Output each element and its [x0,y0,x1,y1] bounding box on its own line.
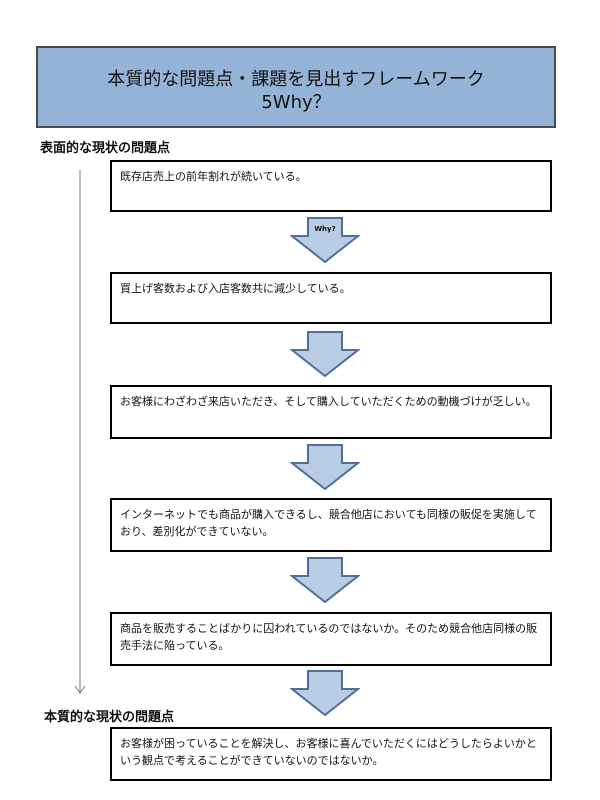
why-arrow-1: Why? [290,216,360,264]
flow-direction-arrow [70,170,90,700]
step-box-3: お客様にわざわざ来店いただき、そして購入していただくための動機づけが乏しい。 [110,385,552,439]
step-box-5: 商品を販売することばかりに囚われているのではないか。そのため競合他店同様の販売手… [110,612,552,666]
why-label: Why? [314,225,336,233]
step-box-6: お客様が困っていることを解決し、お客様に喜んでいただくにはどうしたらよいかという… [110,727,552,781]
essential-problem-label: 本質的な現状の問題点 [44,710,175,725]
step-box-1: 既存店売上の前年割れが続いている。 [110,160,552,212]
step-box-2: 買上げ客数および入店客数共に減少している。 [110,272,552,324]
title-box: 本質的な問題点・課題を見出すフレームワーク 5Why？ [36,46,556,128]
step-box-4: インターネットでも商品が購入できるし、競合他店においても同様の販促を実施しており… [110,498,552,552]
surface-problem-label: 表面的な現状の問題点 [40,141,171,156]
title-main: 本質的な問題点・課題を見出すフレームワーク [107,69,485,90]
down-arrow-2 [290,330,360,378]
title-sub: 5Why？ [261,92,331,113]
down-arrow-4 [290,556,360,604]
down-arrow-3 [290,443,360,491]
down-arrow-5 [290,669,360,717]
